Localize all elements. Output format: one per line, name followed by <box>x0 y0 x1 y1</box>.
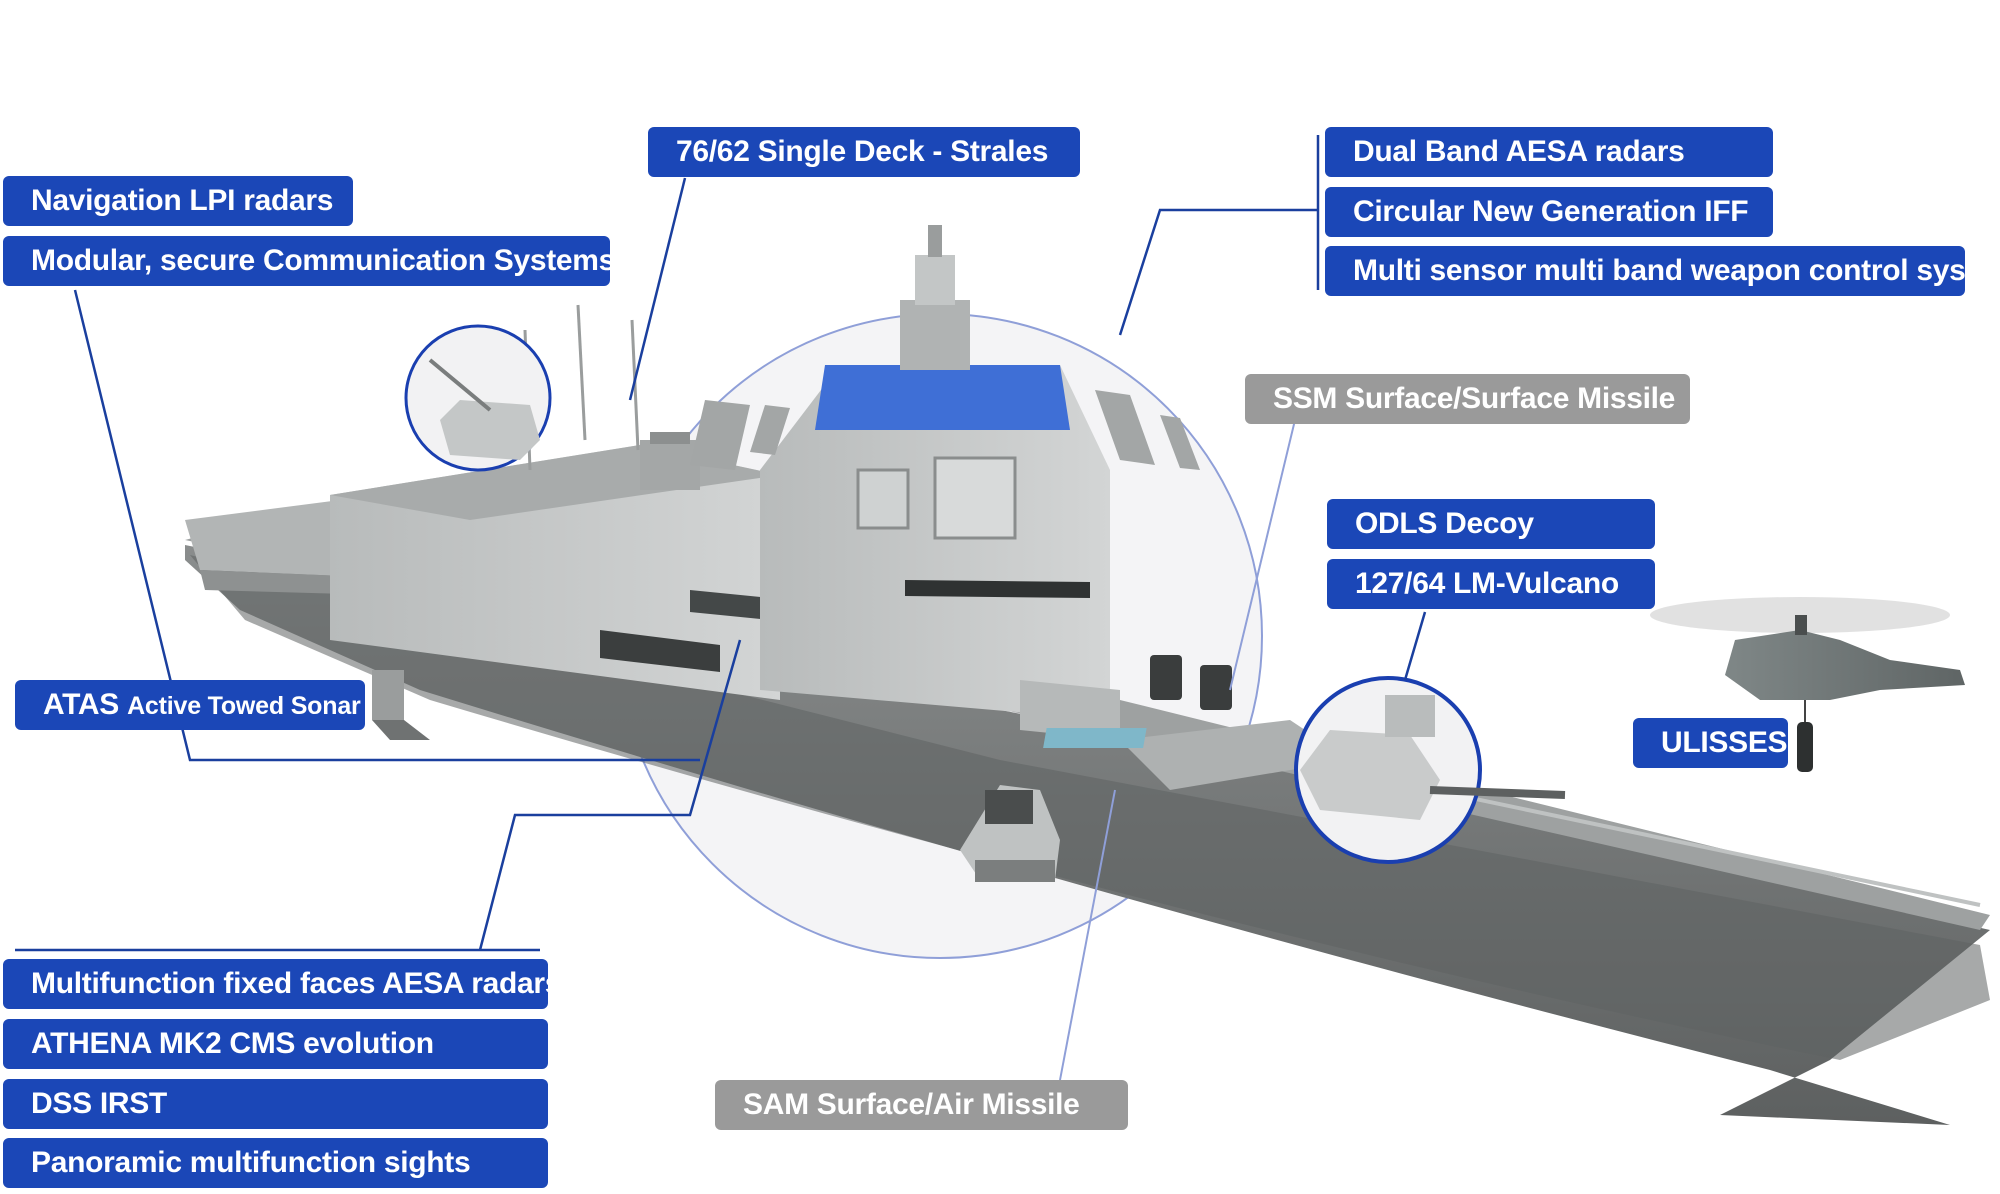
side-panel-left-2 <box>750 405 790 455</box>
radar-face-small <box>856 468 910 530</box>
label-sam: SAM Surface/Air Missile <box>715 1080 1128 1130</box>
leader-lines <box>15 135 1427 952</box>
ship-illustration <box>185 225 1990 1125</box>
label-strales: 76/62 Single Deck - Strales <box>648 127 1080 177</box>
gun-turret-icon <box>1300 695 1566 820</box>
label-weapon-ctrl: Multi sensor multi band weapon control s… <box>1325 246 1965 296</box>
ssm-launcher <box>1150 655 1182 700</box>
label-ulisses: ULISSES <box>1633 718 1788 768</box>
label-irst: DSS IRST <box>3 1079 548 1129</box>
label-atas: ATAS Active Towed Sonar <box>15 680 365 730</box>
ssm-launcher-2 <box>1200 665 1232 710</box>
antenna-1 <box>576 304 587 441</box>
vls-deck <box>1120 720 1350 790</box>
label-comms: Modular, secure Communication Systems <box>3 236 610 286</box>
funnel-top <box>650 432 690 444</box>
radar-face-large <box>933 456 1017 540</box>
bridge-block <box>760 365 1110 720</box>
vls-cells <box>1043 728 1147 748</box>
mast-tip <box>928 225 942 257</box>
side-panel-right <box>1095 390 1155 465</box>
label-vulcano: 127/64 LM-Vulcano <box>1327 559 1655 609</box>
label-odls: ODLS Decoy <box>1327 499 1655 549</box>
mast-top <box>915 255 955 305</box>
side-panel-right-2 <box>1160 415 1200 470</box>
label-sights: Panoramic multifunction sights <box>3 1138 548 1188</box>
helicopter-icon <box>1650 597 1965 772</box>
label-aesa-dual: Dual Band AESA radars <box>1325 127 1773 177</box>
leader-lines-grey <box>1059 419 1296 1081</box>
main-mast <box>900 300 970 370</box>
label-nav-radar: Navigation LPI radars <box>3 176 353 226</box>
missile-launcher-icon <box>960 785 1060 882</box>
atas-sub: Active Towed Sonar <box>127 692 361 720</box>
label-ssm: SSM Surface/Surface Missile <box>1245 374 1690 424</box>
side-panel-left <box>690 400 750 470</box>
bridge-lower <box>1020 680 1120 740</box>
label-athena: ATHENA MK2 CMS evolution <box>3 1019 548 1069</box>
label-mf-aesa: Multifunction fixed faces AESA radars <box>3 959 548 1009</box>
bridge-windows <box>905 580 1090 598</box>
sonar-icon <box>372 670 430 740</box>
strales-turret-icon <box>428 358 540 460</box>
aesa-radar-band <box>815 365 1070 430</box>
atas-main: ATAS <box>43 688 120 721</box>
label-iff: Circular New Generation IFF <box>1325 187 1773 237</box>
rhib-boat <box>600 630 720 672</box>
